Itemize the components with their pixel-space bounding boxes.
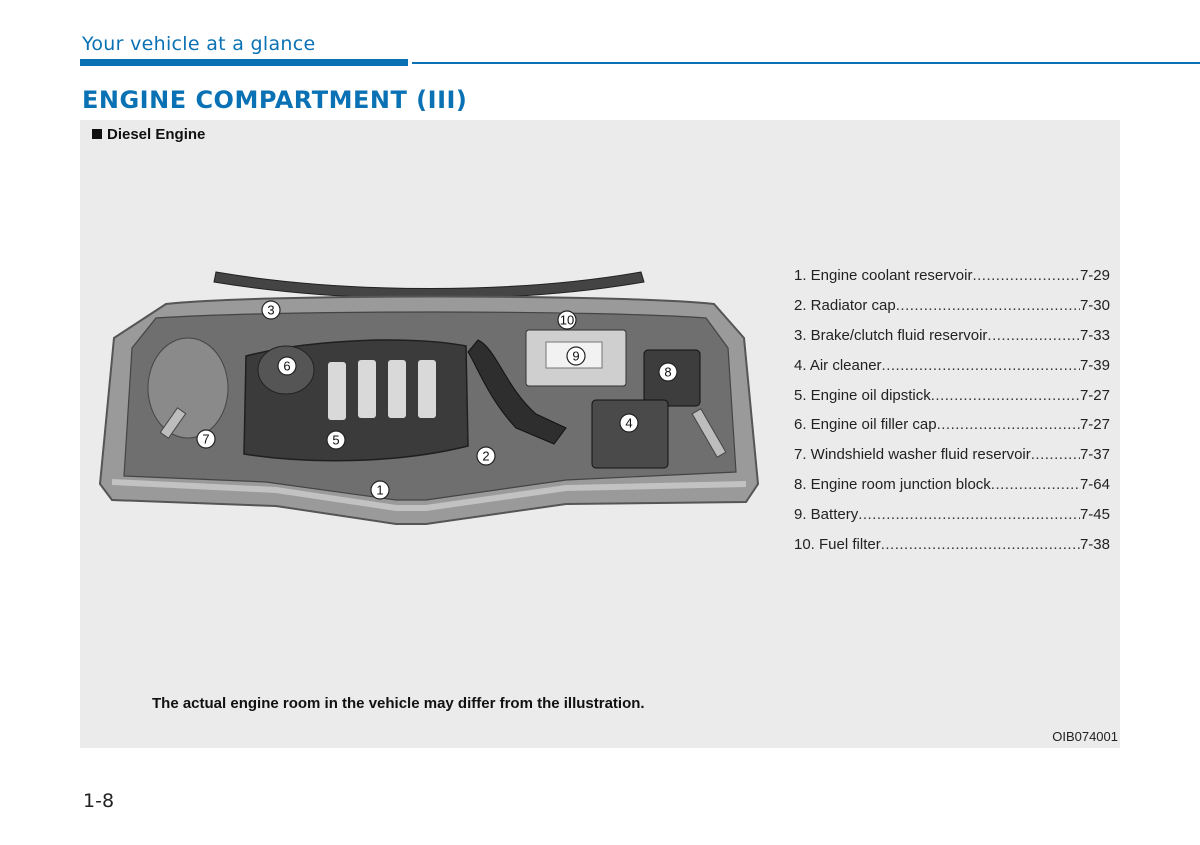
legend-item: 3. Brake/clutch fluid reservoir7-33 xyxy=(794,326,1110,356)
parts-legend: 1. Engine coolant reservoir7-29 2. Radia… xyxy=(794,266,1110,565)
figure-panel: Diesel Engine 1 2 3 4 xyxy=(80,120,1120,748)
svg-text:5: 5 xyxy=(332,433,339,448)
engine-cover-rib-2 xyxy=(358,360,376,418)
svg-text:9: 9 xyxy=(572,349,579,364)
section-title: Your vehicle at a glance xyxy=(82,33,316,55)
svg-text:4: 4 xyxy=(625,416,632,431)
callout-3: 3 xyxy=(261,300,281,320)
callout-1: 1 xyxy=(370,480,390,500)
svg-text:6: 6 xyxy=(283,359,290,374)
legend-item: 2. Radiator cap7-30 xyxy=(794,296,1110,326)
callout-5: 5 xyxy=(326,430,346,450)
callout-2: 2 xyxy=(476,446,496,466)
legend-item: 10. Fuel filter7-38 xyxy=(794,535,1110,565)
callout-9: 9 xyxy=(566,346,586,366)
front-rail xyxy=(111,479,747,511)
svg-text:7: 7 xyxy=(202,432,209,447)
engine-cover-rib-1 xyxy=(328,362,346,420)
left-strut xyxy=(159,407,187,439)
callout-7: 7 xyxy=(196,429,216,449)
illustration-disclaimer: The actual engine room in the vehicle ma… xyxy=(152,695,645,712)
legend-item: 4. Air cleaner7-39 xyxy=(794,356,1110,386)
right-strut xyxy=(691,408,727,458)
callout-6: 6 xyxy=(277,356,297,376)
legend-item: 7. Windshield washer fluid reservoir7-37 xyxy=(794,445,1110,475)
variant-label-text: Diesel Engine xyxy=(107,126,206,143)
svg-text:10: 10 xyxy=(560,313,574,328)
engine-cover-rib-3 xyxy=(388,360,406,418)
svg-text:2: 2 xyxy=(482,449,489,464)
engine-cover-rib-4 xyxy=(418,360,436,418)
svg-text:3: 3 xyxy=(267,303,274,318)
header-rule-thick xyxy=(80,59,408,66)
legend-item: 9. Battery7-45 xyxy=(794,505,1110,535)
variant-label: Diesel Engine xyxy=(92,126,205,143)
hood-strip xyxy=(213,271,645,299)
legend-item: 5. Engine oil dipstick7-27 xyxy=(794,386,1110,416)
callout-4: 4 xyxy=(619,413,639,433)
left-strut-tower xyxy=(147,337,229,439)
callout-10: 10 xyxy=(557,310,577,330)
callout-8: 8 xyxy=(658,362,678,382)
legend-item: 1. Engine coolant reservoir7-29 xyxy=(794,266,1110,296)
page-number: 1-8 xyxy=(83,790,115,812)
legend-item: 6. Engine oil filler cap7-27 xyxy=(794,415,1110,445)
air-cleaner xyxy=(591,399,669,469)
figure-code: OIB074001 xyxy=(1052,729,1118,744)
svg-text:8: 8 xyxy=(664,365,671,380)
legend-item: 8. Engine room junction block7-64 xyxy=(794,475,1110,505)
intake-duct xyxy=(467,339,567,445)
header-rule-thin xyxy=(412,62,1200,64)
bullet-square-icon xyxy=(92,129,102,139)
svg-text:1: 1 xyxy=(376,483,383,498)
page-heading: ENGINE COMPARTMENT (III) xyxy=(82,86,468,114)
engine-compartment-illustration: 1 2 3 4 5 6 7 8 9 10 xyxy=(98,271,760,525)
